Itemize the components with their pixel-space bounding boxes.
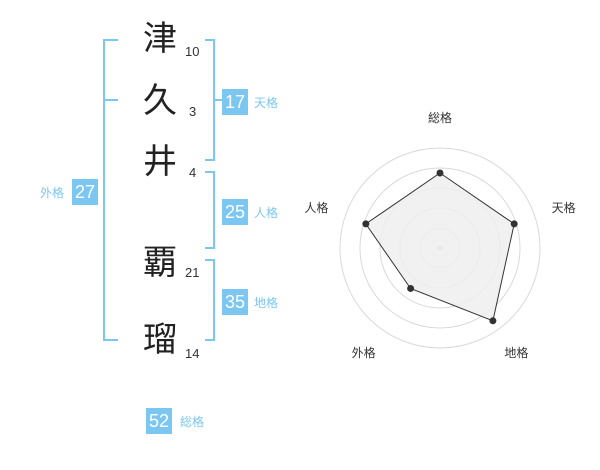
chikaku-score-badge: 35 bbox=[222, 289, 249, 315]
radar-point bbox=[362, 220, 370, 228]
stroke-count-4: 21 bbox=[185, 265, 200, 280]
name-char-3: 井 bbox=[143, 142, 177, 182]
tenkaku-label: 天格 bbox=[254, 96, 279, 110]
soukaku-score-badge: 52 bbox=[146, 408, 173, 434]
radar-ring bbox=[339, 147, 541, 349]
radar-axis-label: 外格 bbox=[352, 345, 376, 360]
name-char-1: 津 bbox=[143, 19, 177, 59]
radar-axis-label: 天格 bbox=[552, 200, 576, 215]
stroke-count-3: 4 bbox=[189, 165, 197, 180]
name-char-5: 瑠 bbox=[143, 320, 177, 360]
radar-axis-label: 人格 bbox=[304, 200, 328, 215]
soukaku-label: 総格 bbox=[180, 415, 205, 429]
radar-ring bbox=[359, 167, 521, 329]
jinkaku-score-badge: 25 bbox=[222, 199, 249, 225]
radar-point bbox=[489, 317, 497, 325]
name-char-4: 覇 bbox=[143, 243, 177, 283]
gaikaku-score-badge: 27 bbox=[72, 179, 99, 205]
radar-axis-label: 総格 bbox=[428, 110, 452, 125]
radar-point bbox=[436, 169, 444, 177]
stroke-count-5: 14 bbox=[185, 346, 200, 361]
gaikaku-label: 外格 bbox=[40, 186, 65, 200]
stroke-count-2: 3 bbox=[189, 104, 197, 119]
radar-point bbox=[510, 220, 518, 228]
radar-axis-label: 地格 bbox=[504, 345, 528, 360]
tenkaku-score-badge: 17 bbox=[222, 89, 249, 115]
chikaku-label: 地格 bbox=[254, 296, 279, 310]
radar-polygon bbox=[365, 172, 515, 322]
jinkaku-label: 人格 bbox=[254, 206, 279, 220]
radar-point bbox=[407, 284, 415, 292]
stroke-count-1: 10 bbox=[185, 44, 200, 59]
name-char-2: 久 bbox=[143, 81, 177, 121]
